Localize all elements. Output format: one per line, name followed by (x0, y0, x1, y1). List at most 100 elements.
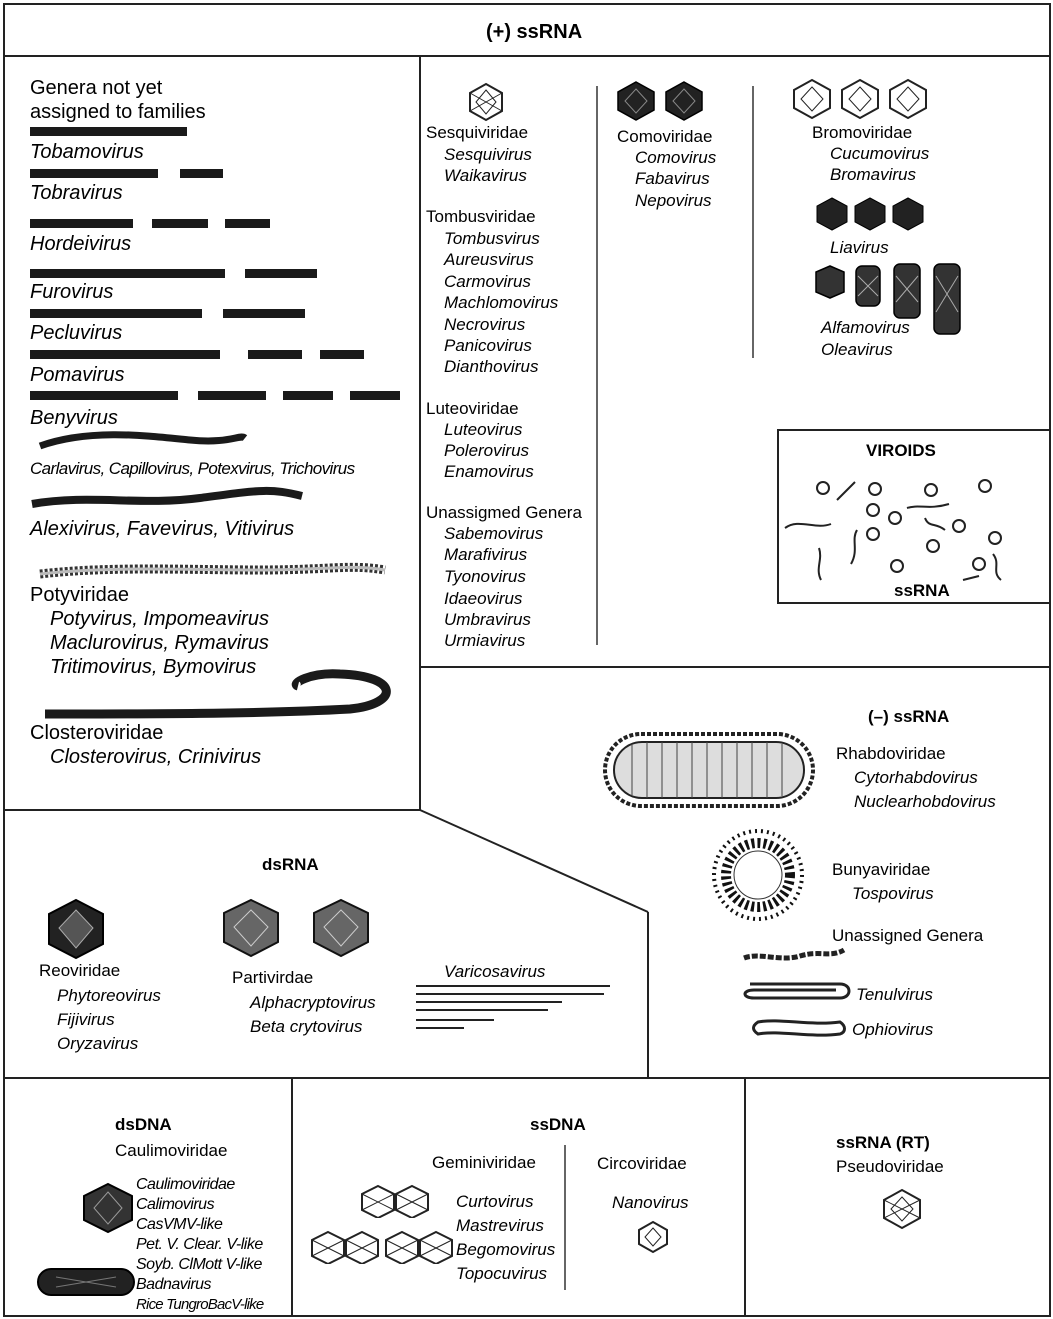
tobravirus-rod-short-icon (180, 169, 223, 178)
genus-mastrevirus: Mastrevirus (456, 1216, 544, 1235)
tombusviridae-family: Tombusviridae (426, 207, 536, 226)
unassigned-genera-family: Unassigmed Genera (426, 503, 582, 522)
genus-marafivirus: Marafivirus (444, 545, 528, 564)
genus-nanovirus: Nanovirus (612, 1193, 689, 1212)
genus-ophiovirus: Ophiovirus (852, 1020, 934, 1039)
genus-phytoreovirus: Phytoreovirus (57, 986, 161, 1005)
pseudovirus-particle-icon (883, 1188, 921, 1230)
potyviridae-genera-3: Tritimovirus, Bymovirus (50, 656, 257, 678)
pecluvirus-rod-1-icon (30, 309, 202, 318)
genus-panicovirus: Panicovirus (444, 336, 532, 355)
neg-ssrna-title: (–) ssRNA (868, 707, 950, 726)
ophiovirus-particle-icon (752, 1019, 846, 1037)
varicosavirus-rods-icon (416, 985, 610, 1029)
flexuous-rod-2-icon (31, 486, 303, 508)
genus-benyvirus: Benyvirus (30, 407, 118, 429)
furovirus-rod-1-icon (30, 269, 225, 278)
genus-alphacryptovirus: Alphacryptovirus (250, 993, 376, 1012)
genus-urmiavirus: Urmiavirus (444, 631, 526, 650)
closteroviridae-genera: Closterovirus, Crinivirus (50, 746, 262, 768)
genus-alfamovirus: Alfamovirus (821, 318, 910, 337)
unassigned-heading-1: Genera not yet (30, 77, 163, 99)
dsdna-genus-3: CasVMV-like (136, 1216, 223, 1233)
flexuous-genera-2: Alexivirus, Favevirus, Vitivirus (30, 518, 295, 540)
geminivirus-pair-1-icon (361, 1184, 429, 1218)
genus-tombusvirus: Tombusvirus (444, 229, 540, 248)
alfamovirus-particles-icon (815, 263, 961, 335)
rhabdoviridae-family: Rhabdoviridae (836, 744, 946, 763)
genus-tobamovirus: Tobamovirus (30, 141, 144, 163)
viroids-ssrna-label: ssRNA (894, 581, 950, 600)
rhabdovirus-bullet-icon (603, 732, 815, 808)
pomavirus-rod-1-icon (30, 350, 220, 359)
genus-tospovirus: Tospovirus (852, 884, 934, 903)
genus-oleavirus: Oleavirus (821, 340, 893, 359)
genus-furovirus: Furovirus (30, 281, 114, 303)
genus-fijivirus: Fijivirus (57, 1010, 115, 1029)
comoviridae-particles-icon (617, 81, 703, 121)
luteoviridae-family: Luteoviridae (426, 399, 519, 418)
pseudoviridae-family: Pseudoviridae (836, 1157, 944, 1176)
genus-sesquivirus: Sesquivirus (444, 145, 532, 164)
caulimovirus-particle-icon (83, 1182, 133, 1234)
tobamovirus-rod-icon (30, 127, 187, 136)
dsdna-genus-6: Badnavirus (136, 1276, 212, 1293)
genus-cucumovirus: Cucumovirus (830, 144, 930, 163)
potyviridae-particle-icon (39, 562, 386, 579)
dsdna-genus-1: Caulimoviridae (136, 1176, 235, 1193)
genus-pomavirus: Pomavirus (30, 364, 125, 386)
nanovirus-particle-icon (638, 1220, 668, 1254)
bunyaviridae-family: Bunyaviridae (832, 860, 931, 879)
pomavirus-rod-2-icon (248, 350, 302, 359)
genus-nuclearhobdovirus: Nuclearhobdovirus (854, 792, 996, 811)
benyvirus-rod-2-icon (198, 391, 266, 400)
genus-umbravirus: Umbravirus (444, 610, 531, 629)
viroids-box (777, 429, 1051, 604)
genus-enamovirus: Enamovirus (444, 462, 534, 481)
header-title: (+) ssRNA (486, 21, 583, 43)
hordeivirus-rod-3-icon (225, 219, 270, 228)
genus-dianthovirus: Dianthovirus (444, 357, 539, 376)
hordeivirus-rod-1-icon (30, 219, 133, 228)
benyvirus-rod-4-icon (350, 391, 400, 400)
badnavirus-particle-icon (37, 1268, 135, 1296)
neg-unassigned-genera: Unassigned Genera (832, 926, 984, 945)
genus-liavirus: Liavirus (830, 238, 889, 257)
unassigned-heading-2: assigned to families (30, 101, 206, 123)
genus-varicosavirus: Varicosavirus (444, 962, 546, 981)
tobravirus-rod-long-icon (30, 169, 158, 178)
genus-polerovirus: Polerovirus (444, 441, 530, 460)
reoviridae-particle-icon (48, 898, 104, 960)
genus-machlomovirus: Machlomovirus (444, 293, 559, 312)
neg-unassigned-particle-icon (743, 947, 846, 961)
bromoviridae-family: Bromoviridae (812, 123, 913, 142)
geminivirus-pair-3-icon (385, 1230, 453, 1264)
genus-comovirus: Comovirus (635, 148, 717, 167)
genus-nepovirus: Nepovirus (635, 191, 712, 210)
genus-necrovirus: Necrovirus (444, 315, 526, 334)
geminivirus-pair-2-icon (311, 1230, 379, 1264)
bunyavirus-particle-icon (712, 829, 804, 921)
genus-carmovirus: Carmovirus (444, 272, 531, 291)
flexuous-genera-1: Carlavirus, Capillovirus, Potexvirus, Tr… (30, 459, 355, 478)
partiviridae-particles-icon (223, 898, 369, 958)
genus-oryzavirus: Oryzavirus (57, 1034, 139, 1053)
genus-tyonovirus: Tyonovirus (444, 567, 526, 586)
pomavirus-rod-3-icon (320, 350, 364, 359)
bromoviridae-particles-icon (793, 78, 927, 120)
potyviridae-genera-1: Potyvirus, Impomeavirus (50, 608, 269, 630)
circoviridae-family: Circoviridae (597, 1154, 687, 1173)
genus-bromavirus: Bromavirus (830, 165, 916, 184)
sesquiviridae-family: Sesquiviridae (426, 123, 529, 142)
comoviridae-family: Comoviridae (617, 127, 713, 146)
ssdna-title: ssDNA (530, 1115, 586, 1134)
dsdna-title: dsDNA (115, 1115, 172, 1134)
dsdna-genus-4: Pet. V. Clear. V-like (136, 1236, 263, 1253)
pecluvirus-rod-2-icon (223, 309, 305, 318)
genus-cytorhabdovirus: Cytorhabdovirus (854, 768, 978, 787)
genus-sabemovirus: Sabemovirus (444, 524, 544, 543)
benyvirus-rod-1-icon (30, 391, 178, 400)
genus-tobravirus: Tobravirus (30, 182, 123, 204)
genus-fabavirus: Fabavirus (635, 169, 710, 188)
benyvirus-rod-3-icon (283, 391, 333, 400)
